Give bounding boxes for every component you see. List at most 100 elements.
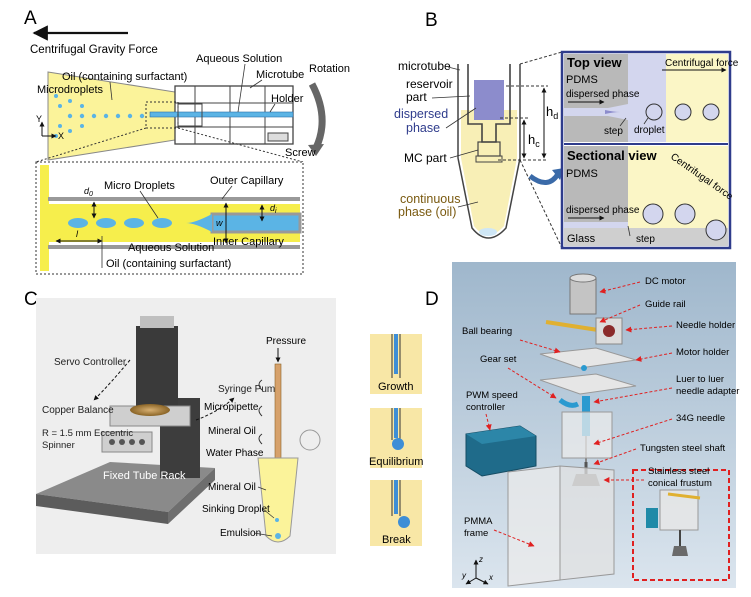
c-rack-hole: [129, 439, 135, 445]
di-label: di: [270, 203, 277, 215]
c-eq-tip: [394, 408, 398, 438]
c-pressure-label: Pressure: [266, 336, 306, 347]
b-mc-label: MC part: [404, 151, 447, 165]
c-micropipette: [274, 363, 282, 473]
inner-capillary-label: Inner Capillary: [213, 236, 284, 248]
outer-capillary-leader: [221, 185, 233, 200]
d-pmma-label-2: frame: [464, 528, 488, 539]
d-pwm-leader: [485, 413, 492, 431]
b-reservoir-label-2: part: [406, 90, 427, 104]
c-emulsion-leader: [253, 532, 273, 537]
detail-droplet: [152, 218, 172, 228]
detail-droplet: [68, 218, 88, 228]
b-sect-view-label: Sectional view: [567, 148, 657, 163]
c-stage-growth: Growth: [370, 334, 422, 394]
detail-droplet: [124, 218, 144, 228]
b-top-step-leader: [619, 117, 627, 127]
d-gear-set-label: Gear set: [480, 354, 517, 365]
b-top-dispersed: [605, 110, 620, 114]
b-sect-droplet: [642, 203, 664, 225]
c-mineral-oil-2-leader: [257, 486, 267, 491]
c-tube-cap: [299, 429, 321, 451]
panel-a: A Centrifugal Gravity Force: [24, 8, 350, 275]
b-zoom-top: [519, 51, 563, 65]
d-dc-motor-label: DC motor: [645, 276, 686, 287]
d-34g-leader: [593, 418, 673, 446]
b-continuous-label-2: phase (oil): [398, 205, 456, 219]
oil-label: Oil (containing surfactant): [62, 71, 187, 83]
d-ball-bearing-leader: [519, 339, 561, 354]
d-motor-holder-leader: [635, 352, 673, 362]
b-microtube-leader: [447, 66, 461, 71]
c-eq-label: Equilibrium: [369, 456, 423, 468]
d-guide-rail-label: Guide rail: [645, 299, 686, 310]
d-needle-holder-label: Needle holder: [676, 320, 735, 331]
b-sect-droplet: [705, 219, 727, 241]
b-top-step-label: step: [604, 126, 623, 137]
b-sect-oil: [628, 146, 728, 190]
c-coil: [258, 405, 263, 417]
b-reservoir-label-1: reservoir: [406, 77, 453, 91]
droplet: [80, 124, 84, 128]
d-luer-label-1: Luer to luer: [676, 374, 724, 385]
d-gear-set-leader: [507, 367, 557, 399]
b-droplet-leader: [643, 117, 649, 125]
panel-b: B microtube reservoir part dispersed pha…: [394, 10, 739, 250]
outer-capillary-label: Outer Capillary: [210, 175, 284, 187]
d-motor-holder: [561, 411, 613, 459]
d-tungsten-leader: [593, 448, 637, 466]
zoom-line-left: [35, 127, 147, 163]
b-top-dispersed-label: dispersed phase: [566, 89, 640, 100]
c-growth-label: Growth: [378, 381, 413, 393]
b-sect-channel: [564, 222, 628, 228]
detail-neck: [186, 214, 212, 232]
c-tube-rack: [101, 431, 153, 453]
holder-label: Holder: [271, 93, 304, 105]
d-axis-z-label: z: [478, 555, 483, 564]
d-pmma-panel-1: [507, 465, 561, 587]
b-dispersed-label-1: dispersed: [394, 107, 448, 121]
d-pmma-panel-2: [559, 465, 615, 581]
c-coil: [258, 379, 263, 391]
micro-droplets-leader: [139, 190, 159, 219]
c-copper-balance: [130, 404, 170, 416]
c-growth-tip: [394, 334, 398, 374]
d-motor-holder-label: Motor holder: [676, 347, 729, 358]
d-pmma-leader: [493, 529, 535, 547]
inner-capillary: [210, 212, 302, 234]
b-microtube-label: microtube: [398, 59, 451, 73]
c-stage-break: Break: [370, 480, 422, 546]
b-droplet-label: droplet: [634, 125, 665, 136]
d-inset-rail: [667, 492, 701, 500]
c-sinking-label: Sinking Droplet: [202, 504, 270, 515]
d0-label: d0: [84, 186, 93, 198]
c-rack-hole: [119, 439, 125, 445]
b-dispersed-label-2: phase: [406, 121, 440, 135]
b-mc-base: [475, 155, 503, 163]
b-sect-dispersed-label: dispersed phase: [566, 205, 640, 216]
d-axis-x-label: x: [488, 573, 494, 582]
c-coil: [258, 433, 263, 445]
d-needle-holder-hole: [603, 325, 615, 337]
droplet: [115, 113, 121, 119]
screw-label: Screw: [285, 147, 316, 159]
d-motor-top: [569, 273, 597, 283]
b-sect-droplet: [674, 203, 696, 225]
d-pwm-label-2: controller: [466, 402, 505, 413]
aqueous-detail-label: Aqueous Solution: [128, 242, 214, 254]
w-label: w: [216, 218, 223, 228]
b-top-pdms: [564, 54, 628, 142]
panel-d: D DC motor Guide rail: [425, 262, 739, 588]
b-zoom-bottom: [519, 159, 563, 249]
droplet: [67, 113, 73, 119]
b-glass-label: Glass: [567, 233, 596, 245]
d-axis-x: [475, 577, 489, 585]
b-dispersed-phase: [474, 80, 504, 120]
droplet: [79, 113, 85, 119]
b-collected-droplets: [479, 228, 497, 236]
droplet: [91, 113, 97, 119]
c-emulsion-droplet: [275, 533, 281, 539]
c-break-droplet: [398, 516, 410, 528]
c-break-label: Break: [382, 534, 411, 546]
b-reservoir-leader: [431, 95, 471, 99]
